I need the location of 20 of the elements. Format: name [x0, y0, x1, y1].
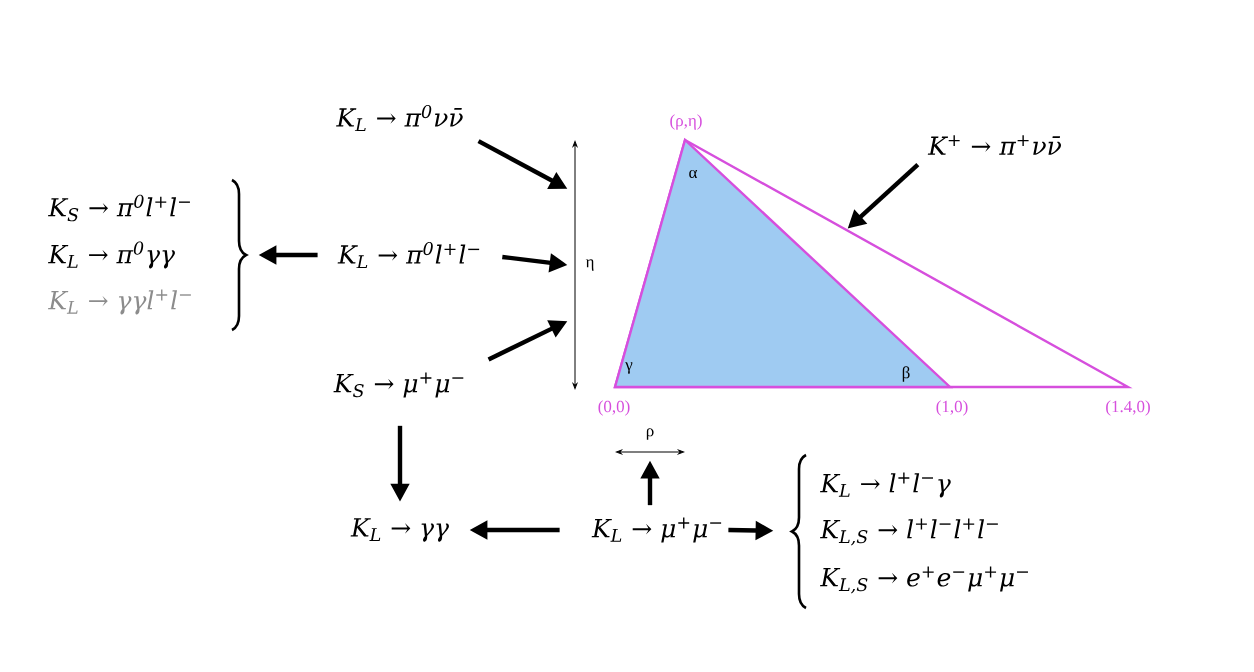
formula: K$_{L,S}$ → e$^{+}$e$^{−}$μ$^{+}$μ$^{−}$ — [820, 566, 1028, 594]
axis-label: ρ — [646, 428, 654, 440]
vertex-label: (ρ,η) — [670, 114, 702, 130]
formula: K$_{L}$ → γγ — [350, 518, 449, 542]
formula: K$_{S}$ → μ$^{+}$μ$^{−}$ — [333, 372, 464, 398]
angle-label: α — [689, 169, 698, 179]
formula: K$_{L,S}$ → l$^{+}$l$^{−}$l$^{+}$l$^{−}$ — [820, 518, 998, 546]
formula: K$_{L}$ → π$^{0}$l$^{+}$l$^{−}$ — [337, 241, 480, 269]
vertex-label: (1.4,0) — [1106, 400, 1150, 416]
angle-label: γ — [625, 362, 633, 374]
vertex-label: (0,0) — [598, 400, 630, 416]
formula: K$_{L}$ → π$^{0}$νν̄ — [336, 104, 463, 132]
formula: K$_{L}$ → γγl$^{+}$l$^{−}$ — [48, 289, 191, 315]
angle-label: β — [902, 366, 910, 382]
formula: K$_{L}$ → μ$^{+}$μ$^{−}$ — [591, 517, 722, 543]
vertex-label: (1,0) — [936, 400, 968, 416]
formula: K$_{S}$ → π$^{0}$l$^{+}$l$^{−}$ — [48, 194, 190, 222]
formula: K$_{L}$ → π$^{0}$γγ — [48, 241, 175, 269]
axis-label: η — [585, 259, 594, 271]
formula: K$_{L}$ → l$^{+}$l$^{−}$γ — [820, 472, 951, 498]
